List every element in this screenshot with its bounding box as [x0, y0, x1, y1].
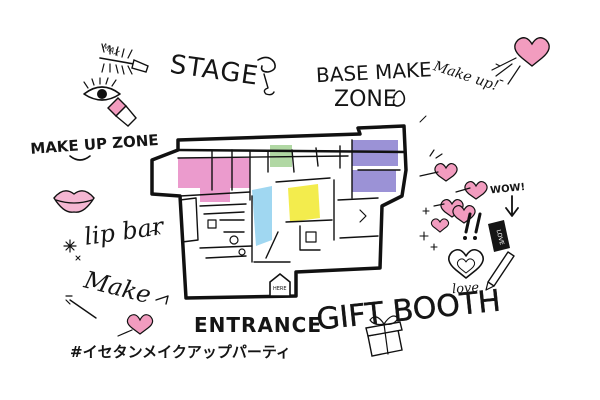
lipstick-icon: [107, 97, 137, 127]
pencil-icon: [485, 251, 515, 291]
make-up-scribble: Make up!: [430, 58, 500, 94]
arrow-icon: [65, 295, 169, 337]
star-icon: [63, 239, 77, 253]
wow-group: WOW!: [490, 182, 526, 217]
hashtag-group: #イセタンメイクアップパーティ: [70, 343, 291, 361]
here-label: HERE: [273, 286, 287, 292]
heart-icon: [491, 37, 550, 85]
make-script-group: Make: [80, 265, 153, 309]
sparkles-right: [419, 207, 438, 251]
zone-blue[interactable]: [252, 186, 272, 246]
wow-label: WOW!: [490, 182, 526, 197]
make-up-zone-label: MAKE UP ZONE: [30, 131, 159, 158]
lips-icon: [53, 190, 95, 213]
base-make-zone-label: BASE MAKE ZONE: [315, 57, 432, 112]
love-script-group: love: [452, 280, 480, 297]
entrance-label: ENTRANCE: [194, 313, 322, 337]
gift-box-icon: [365, 315, 403, 357]
entrance-group: ENTRANCE: [194, 313, 322, 337]
exclamation-marks: [463, 212, 482, 240]
eye-icon: [83, 77, 121, 101]
love-script-label: love: [452, 280, 480, 297]
here-marker: HERE: [269, 272, 291, 297]
zone-yellow[interactable]: [288, 184, 320, 222]
lip-bar-group: lip bar: [82, 212, 166, 251]
love-tag-group: LOVE: [488, 220, 510, 252]
mascara-icon: MAX: [99, 42, 149, 75]
love-tag-label: LOVE: [495, 229, 506, 246]
floor-plan: HERE: [150, 124, 408, 300]
zone-pink-makeup[interactable]: [178, 158, 250, 188]
make-up-scribble-group: Make up!: [430, 58, 500, 94]
make-up-zone-group: MAKE UP ZONE: [30, 131, 159, 161]
base-make-label-line2: ZONE: [334, 87, 397, 112]
svg-text:MAX: MAX: [101, 42, 121, 59]
stage-label-group: STAGE: [168, 50, 276, 96]
stage-label: STAGE: [168, 50, 261, 92]
hashtag-label: #イセタンメイクアップパーティ: [70, 343, 291, 361]
zone-pink-makeup-2[interactable]: [200, 188, 230, 202]
zone-purple-base-2[interactable]: [352, 170, 396, 192]
lip-bar-label: lip bar: [82, 212, 166, 251]
base-make-label-line1: BASE MAKE: [315, 57, 432, 87]
make-script-label: Make: [80, 265, 153, 309]
hearts-cluster: [419, 149, 488, 233]
decorative-scribbles: [75, 115, 427, 261]
heart-outline-icon: [448, 248, 484, 279]
